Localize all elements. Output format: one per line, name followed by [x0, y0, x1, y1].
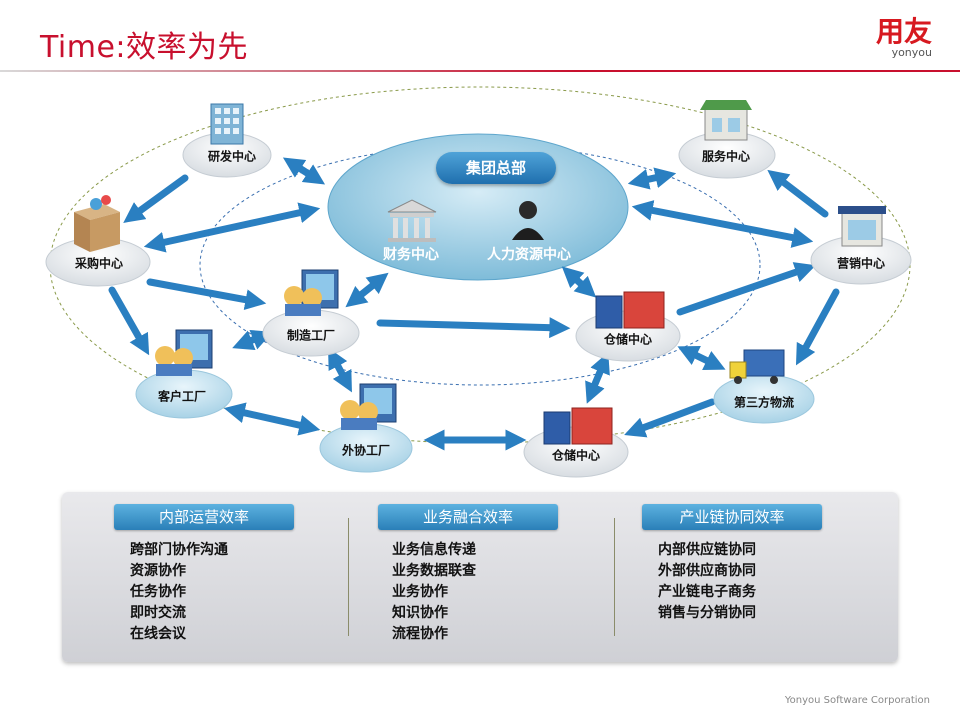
footer-company: Yonyou Software Corporation [784, 695, 930, 706]
arrow-purchase-customer [108, 286, 150, 356]
diagram-canvas [45, 86, 912, 478]
column-list-business: 业务信息传递 业务数据联查 业务协作 知识协作 流程协作 [392, 540, 638, 645]
arrow-customer-factory [232, 329, 273, 351]
arrow-customer-outsource [223, 402, 321, 436]
arrow-hub-marketing [631, 200, 814, 248]
node-factory-label: 制造工厂 [286, 328, 336, 343]
arrow-hub-warehouse [561, 266, 597, 298]
connection-arrows [108, 157, 840, 451]
bank-icon [387, 199, 437, 242]
workers-icon-outsource [340, 383, 397, 430]
efficiency-panel: 内部运营效率 跨部门协作沟通 资源协作 任务协作 即时交流 在线会议 业务融合效… [62, 492, 898, 662]
node-service-label: 服务中心 [701, 149, 751, 164]
arrow-purchase-hub [143, 202, 321, 253]
column-internal: 内部运营效率 跨部门协作沟通 资源协作 任务协作 即时交流 在线会议 [114, 504, 374, 645]
workers-icon-factory [284, 269, 339, 316]
node-marketing-label: 营销中心 [836, 256, 886, 271]
list-item: 外部供应商协同 [658, 563, 756, 579]
hub-title: 集团总部 [436, 152, 556, 184]
shop-icon-marketing [838, 206, 886, 247]
arrow-factory-hub [345, 272, 389, 308]
list-item: 跨部门协作沟通 [130, 542, 228, 558]
arrow-warehouse-warehouse [585, 352, 610, 404]
arrow-service-hub [627, 167, 677, 190]
arrow-warehouse-marketing [676, 262, 816, 316]
node-warehouse-top-label: 仓储中心 [603, 332, 653, 347]
column-divider [348, 518, 349, 636]
column-list-chain: 内部供应链协同 外部供应商协同 产业链电子商务 销售与分销协同 [658, 540, 902, 624]
node-warehouse-bottom-label: 仓储中心 [551, 448, 601, 463]
list-item: 即时交流 [130, 605, 186, 621]
list-item: 资源协作 [130, 563, 186, 579]
hub-hr-label: 人力资源中心 [487, 247, 571, 263]
cargo-box-icon [74, 195, 120, 252]
container-icon-top [595, 291, 665, 329]
list-item: 业务协作 [392, 584, 448, 600]
building-icon [210, 103, 244, 145]
list-item: 任务协作 [130, 584, 186, 600]
column-header-business: 业务融合效率 [378, 504, 558, 530]
arrow-warehouse-logistics [677, 346, 726, 370]
column-header-chain: 产业链协同效率 [642, 504, 822, 530]
arrow-factory-outsource [328, 347, 352, 393]
logo-text: 用友 [875, 15, 932, 48]
list-item: 流程协作 [392, 626, 448, 642]
list-item: 在线会议 [130, 626, 186, 642]
arrow-rd-purchase [123, 174, 189, 223]
shop-icon-service [700, 100, 752, 141]
node-outsource-factory-label: 外协工厂 [341, 443, 391, 458]
hub-finance-label: 财务中心 [383, 247, 439, 263]
list-item: 产业链电子商务 [658, 584, 756, 600]
arrow-logistics-warehouse [624, 398, 716, 438]
list-item: 内部供应链协同 [658, 542, 756, 558]
arrow-purchase-factory [146, 278, 267, 311]
arrow-marketing-service [767, 169, 829, 218]
list-item: 业务数据联查 [392, 563, 476, 579]
page-title: Time:效率为先 [40, 30, 249, 65]
company-logo: 用友 yonyou [875, 15, 932, 60]
node-rd-label: 研发中心 [207, 149, 257, 164]
list-item: 知识协作 [392, 605, 448, 621]
column-divider [614, 518, 615, 636]
manager-icon [512, 201, 544, 240]
column-chain: 产业链协同效率 内部供应链协同 外部供应商协同 产业链电子商务 销售与分销协同 [642, 504, 902, 624]
truck-icon [729, 349, 785, 384]
workers-icon-customer [155, 329, 213, 376]
list-item: 销售与分销协同 [658, 605, 756, 621]
arrow-marketing-logistics [795, 288, 840, 366]
title-divider [0, 70, 960, 72]
node-purchase-label: 采购中心 [74, 256, 124, 271]
collaboration-diagram: 集团总部 财务中心 人力资源中心 研发中心 采购中心 制造工厂 客户工厂 外协工… [0, 76, 960, 486]
arrow-factory-warehouse [376, 317, 571, 339]
column-business: 业务融合效率 业务信息传递 业务数据联查 业务协作 知识协作 流程协作 [378, 504, 638, 645]
logo-subtext: yonyou [891, 46, 932, 59]
arrow-rd-hub [282, 157, 326, 185]
column-list-internal: 跨部门协作沟通 资源协作 任务协作 即时交流 在线会议 [130, 540, 374, 645]
node-logistics-label: 第三方物流 [733, 395, 795, 410]
list-item: 业务信息传递 [392, 542, 476, 558]
container-icon-bottom [543, 407, 613, 445]
column-header-internal: 内部运营效率 [114, 504, 294, 530]
node-customer-factory-label: 客户工厂 [157, 389, 207, 404]
